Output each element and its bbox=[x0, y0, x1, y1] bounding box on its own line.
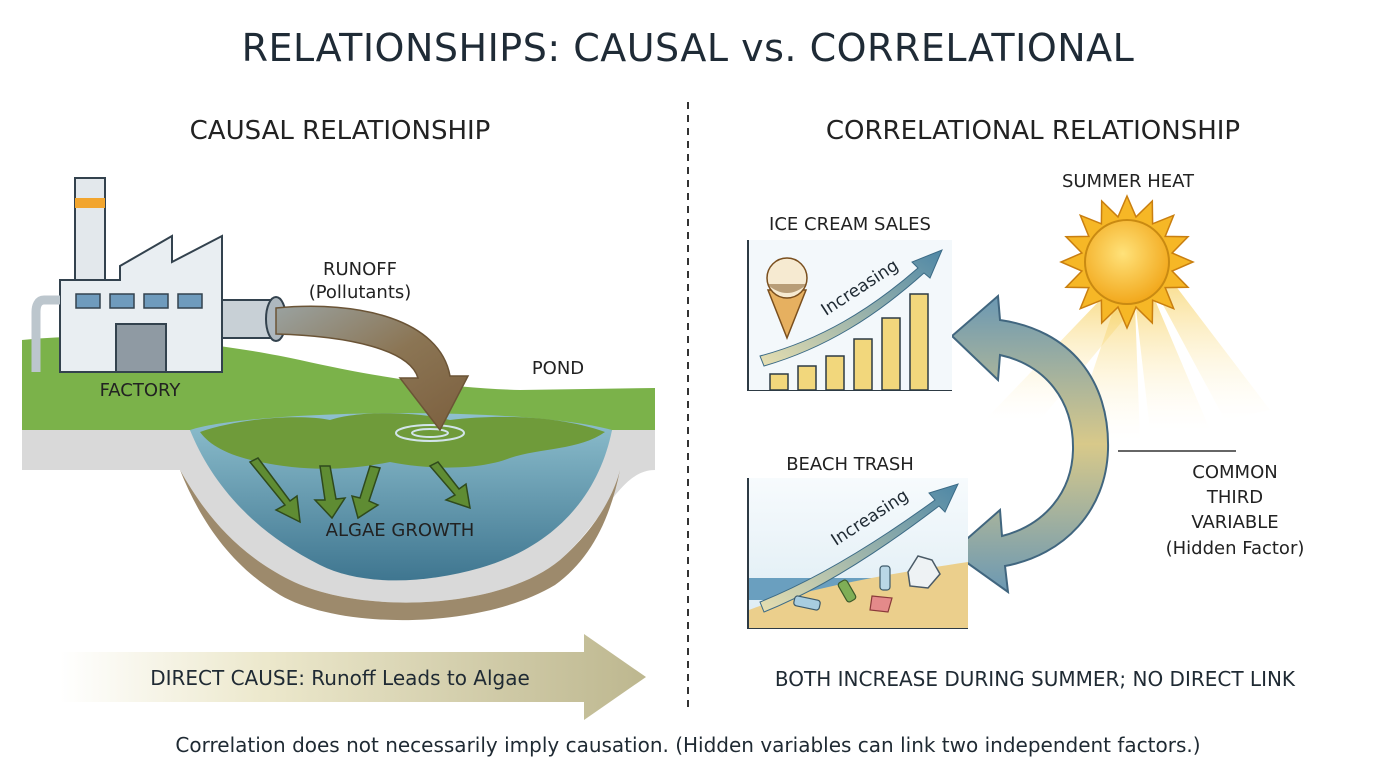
trash-items bbox=[793, 555, 941, 613]
third-variable-line3: VARIABLE bbox=[1191, 512, 1279, 533]
factory-label: FACTORY bbox=[99, 380, 181, 401]
common-cause-curve-arrow bbox=[950, 293, 1110, 595]
direct-cause-label: DIRECT CAUSE: Runoff Leads to Algae bbox=[150, 666, 530, 690]
correlation-conclusion: BOTH INCREASE DURING SUMMER; NO DIRECT L… bbox=[774, 667, 1296, 691]
ice-cream-sales-label: ICE CREAM SALES bbox=[769, 214, 931, 235]
pond-water bbox=[190, 413, 612, 581]
runoff-arrow bbox=[275, 305, 470, 432]
third-variable-line1: COMMON bbox=[1192, 462, 1278, 483]
algae-growth-label: ALGAE GROWTH bbox=[325, 520, 475, 541]
causal-heading: CAUSAL RELATIONSHIP bbox=[189, 116, 491, 146]
pond-label: POND bbox=[531, 358, 585, 379]
runoff-label: RUNOFF bbox=[322, 259, 398, 280]
summer-heat-label: SUMMER HEAT bbox=[1061, 171, 1195, 192]
beach-trash-chart bbox=[747, 478, 968, 629]
ice-cream-chart bbox=[747, 240, 952, 391]
direct-cause-arrow bbox=[60, 634, 646, 720]
third-variable-line4: (Hidden Factor) bbox=[1165, 538, 1305, 559]
page-title: RELATIONSHIPS: CAUSAL vs. CORRELATIONAL bbox=[241, 26, 1135, 70]
runoff-sublabel: (Pollutants) bbox=[308, 282, 412, 303]
beach-trash-label: BEACH TRASH bbox=[786, 454, 914, 475]
third-variable-line2: THIRD bbox=[1206, 487, 1264, 508]
sun-icon bbox=[1059, 194, 1195, 330]
algae-arrows bbox=[248, 457, 471, 524]
correlational-heading: CORRELATIONAL RELATIONSHIP bbox=[825, 116, 1241, 146]
ice-cream-icon bbox=[766, 257, 808, 341]
factory-icon bbox=[31, 177, 223, 373]
ice-cream-bars bbox=[769, 293, 929, 391]
footer-note: Correlation does not necessarily imply c… bbox=[175, 733, 1201, 757]
